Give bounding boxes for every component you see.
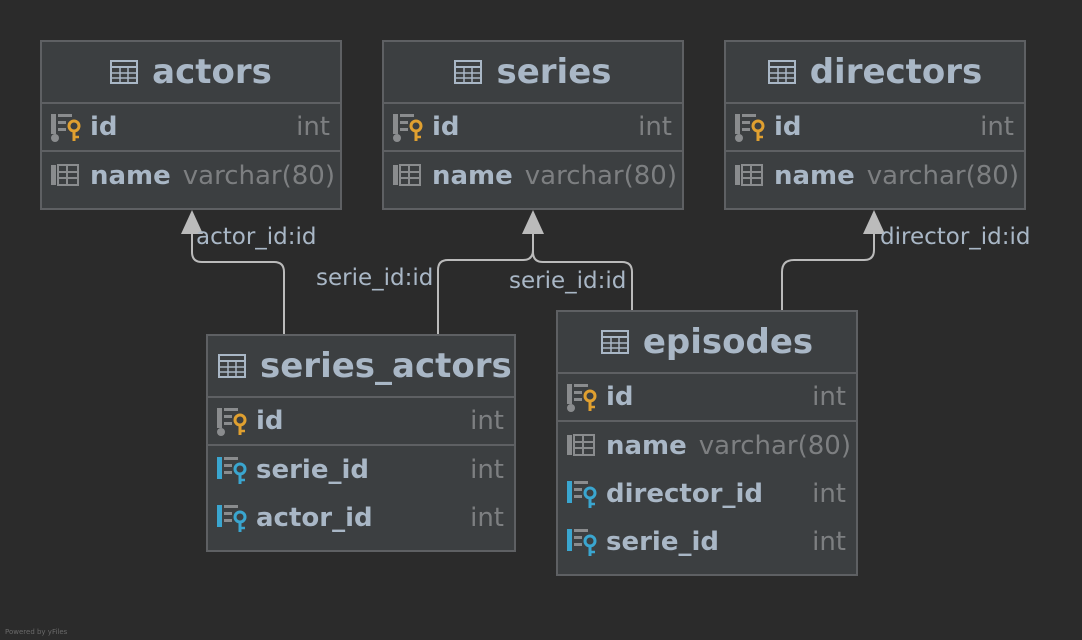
column-name: name — [432, 161, 513, 191]
column-row: id int — [384, 104, 682, 152]
powered-by-footer: Powered by yFiles — [5, 628, 68, 636]
column-row: id int — [208, 398, 514, 446]
foreign-key-icon — [217, 457, 247, 484]
table-directors[interactable]: directors id int name varchar(80) — [724, 40, 1026, 210]
table-header: directors — [726, 42, 1024, 104]
column-row: name varchar(80) — [558, 422, 856, 470]
column-type: varchar(80) — [866, 161, 1019, 191]
relation-line-actor — [191, 230, 285, 334]
arrow-head-directors — [863, 210, 885, 234]
relation-label-actor: actor_id:id — [196, 224, 317, 250]
table-series-actors[interactable]: series_actors id int serie_id int actor_… — [206, 334, 516, 552]
column-name: id — [606, 382, 634, 412]
arrow-head-series — [522, 210, 544, 234]
column-type: int — [470, 503, 504, 533]
column-type: int — [812, 527, 846, 557]
table-title: actors — [152, 52, 272, 92]
column-type: int — [470, 406, 504, 436]
column-name: id — [774, 112, 802, 142]
column-row: serie_id int — [558, 518, 856, 566]
relation-label-director: director_id:id — [880, 224, 1031, 250]
column-row: actor_id int — [208, 494, 514, 542]
table-series[interactable]: series id int name varchar(80) — [382, 40, 684, 210]
column-row: name varchar(80) — [42, 152, 340, 200]
table-icon — [110, 60, 139, 84]
arrow-head-actors — [181, 210, 203, 234]
relation-label-serie-series-actors: serie_id:id — [316, 265, 434, 291]
column-name: serie_id — [256, 455, 370, 485]
foreign-key-icon — [217, 505, 247, 532]
table-actors[interactable]: actors id int name varchar(80) — [40, 40, 342, 210]
table-icon — [218, 354, 246, 378]
column-name: id — [432, 112, 460, 142]
table-title: directors — [809, 52, 983, 92]
foreign-key-icon — [567, 529, 597, 556]
table-header: episodes — [558, 312, 856, 374]
table-header: series_actors — [208, 336, 514, 398]
column-name: id — [90, 112, 118, 142]
column-row: id int — [42, 104, 340, 152]
column-row: name varchar(80) — [384, 152, 682, 200]
column-type: int — [980, 112, 1014, 142]
column-name: name — [606, 431, 687, 461]
column-row: id int — [558, 374, 856, 422]
column-name: id — [256, 406, 284, 436]
column-type: int — [812, 382, 846, 412]
column-row: name varchar(80) — [726, 152, 1024, 200]
column-name: serie_id — [606, 527, 720, 557]
table-title: series_actors — [260, 346, 512, 386]
column-type: int — [296, 112, 330, 142]
column-type: varchar(80) — [524, 161, 677, 191]
column-type: int — [470, 455, 504, 485]
table-icon — [454, 60, 483, 84]
primary-key-icon — [393, 114, 423, 142]
primary-key-icon — [735, 114, 765, 142]
table-title: series — [496, 52, 612, 92]
column-type: varchar(80) — [182, 161, 335, 191]
column-icon — [393, 164, 421, 186]
column-name: actor_id — [256, 503, 373, 533]
column-name: name — [90, 161, 171, 191]
table-title: episodes — [642, 322, 814, 362]
table-episodes[interactable]: episodes id int name varchar(80) directo… — [556, 310, 858, 576]
relation-label-serie-episodes: serie_id:id — [509, 268, 627, 294]
column-name: name — [774, 161, 855, 191]
column-type: int — [638, 112, 672, 142]
column-name: director_id — [606, 479, 764, 509]
relation-line-director — [781, 230, 875, 310]
table-icon — [767, 60, 796, 84]
column-icon — [735, 164, 763, 186]
table-header: series — [384, 42, 682, 104]
column-type: int — [812, 479, 846, 509]
column-row: id int — [726, 104, 1024, 152]
column-row: serie_id int — [208, 446, 514, 494]
foreign-key-icon — [567, 481, 597, 508]
column-icon — [567, 434, 595, 456]
primary-key-icon — [567, 384, 597, 412]
table-header: actors — [42, 42, 340, 104]
table-icon — [600, 330, 629, 354]
relation-line-serie-episodes — [532, 230, 633, 310]
column-type: varchar(80) — [698, 431, 851, 461]
column-icon — [51, 164, 79, 186]
column-row: director_id int — [558, 470, 856, 518]
primary-key-icon — [51, 114, 81, 142]
primary-key-icon — [217, 408, 247, 436]
